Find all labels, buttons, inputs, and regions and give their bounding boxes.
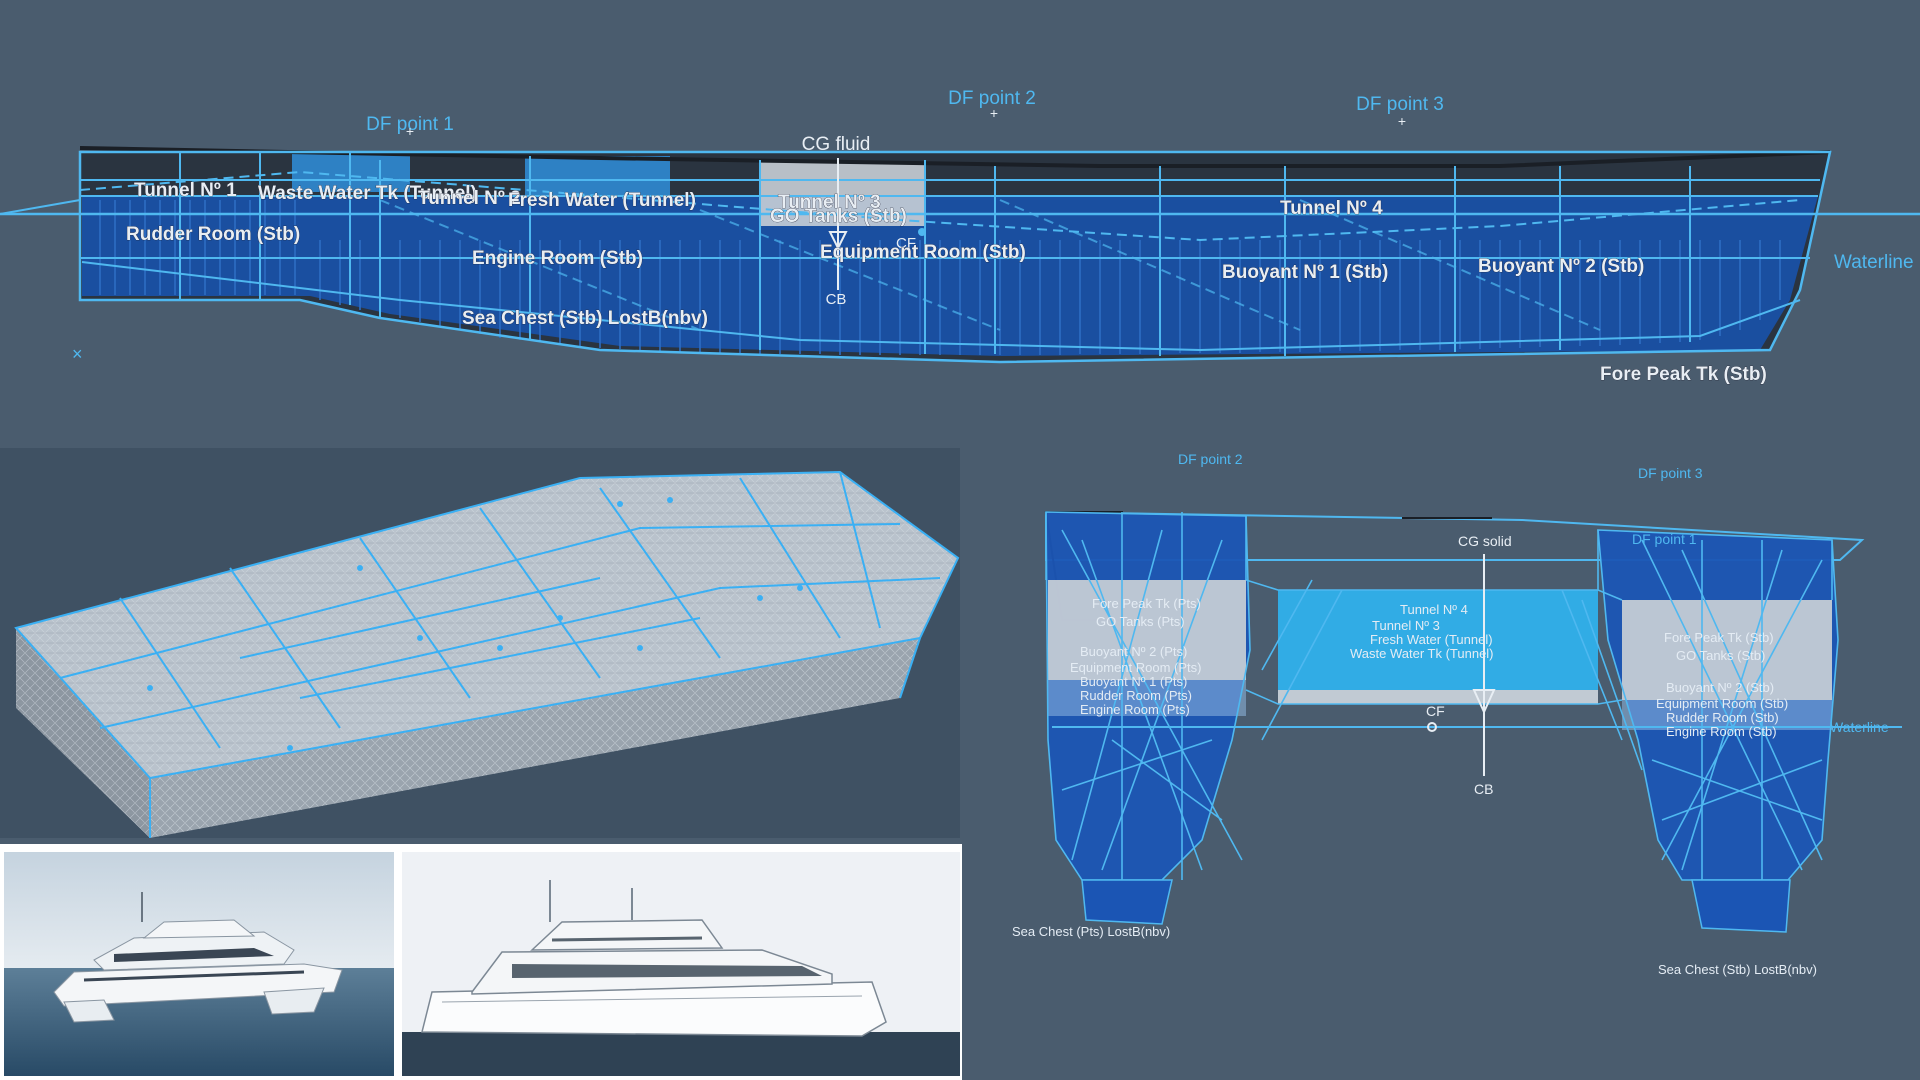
port-label-equipment-room: Equipment Room (Pts) [1070, 660, 1202, 675]
df-point-3-label: DF point 3 [1356, 94, 1444, 115]
label-fore-peak: Fore Peak Tk (Stb) [1600, 364, 1767, 385]
hull-profile-view[interactable]: DF point 1 + DF point 2 + DF point 3 + C… [0, 0, 1920, 440]
iso-node-markers [147, 497, 803, 751]
catamaran-profile-render [400, 852, 960, 1076]
center-label-tunnel-4: Tunnel Nº 4 [1400, 602, 1468, 617]
deck-line [79, 146, 1831, 168]
cg-fluid-label: CG fluid [802, 134, 871, 155]
section-cb-marker [1472, 689, 1496, 715]
port-upper-tanks [1048, 580, 1246, 680]
section-df-point-1: DF point 1 [1632, 531, 1697, 547]
label-fresh-water: Fresh Water (Tunnel) [508, 190, 696, 211]
stb-sea-chest-label: Sea Chest (Stb) LostB(nbv) [1658, 962, 1817, 977]
hull-section-view[interactable]: DF point 2 DF point 3 DF point 1 CG soli… [962, 440, 1920, 1080]
section-wireframe [1045, 511, 1839, 881]
iso-wireframe [14, 470, 960, 838]
cb-label: CB [826, 291, 847, 308]
section-cf-marker [1427, 722, 1437, 732]
label-waste-water: Waste Water Tk (Tunnel) [258, 183, 477, 204]
stb-label-go-tanks: GO Tanks (Stb) [1676, 648, 1765, 663]
label-rudder-room: Rudder Room (Stb) [126, 224, 300, 245]
section-df-point-2: DF point 2 [1178, 451, 1243, 467]
close-icon[interactable]: × [72, 344, 83, 364]
compartment-wireframe [79, 152, 1820, 356]
cf-marker [918, 228, 926, 236]
port-label-rudder-room: Rudder Room (Pts) [1080, 688, 1192, 703]
port-label-engine-room: Engine Room (Pts) [1080, 702, 1190, 717]
svg-text:+: + [1398, 113, 1406, 129]
center-tunnel-fill [1278, 590, 1598, 690]
stb-label-equipment-room: Equipment Room (Stb) [1656, 696, 1788, 711]
hull-frame-stripes [99, 200, 1781, 355]
svg-text:+: + [990, 105, 998, 121]
port-label-go-tanks: GO Tanks (Pts) [1096, 614, 1185, 629]
stb-label-fore-peak: Fore Peak Tk (Stb) [1664, 630, 1774, 645]
port-label-buoyant-2: Buoyant Nº 2 (Pts) [1080, 644, 1187, 659]
label-tunnel-2: Tunnel Nº 2 [418, 188, 521, 209]
stb-label-buoyant-2: Buoyant Nº 2 (Stb) [1666, 680, 1774, 695]
go-tanks-fill [760, 162, 925, 226]
section-cf-label: CF [1426, 703, 1445, 719]
cf-label: CF [896, 235, 916, 252]
cg-solid-label: CG solid [1458, 533, 1512, 549]
hull-isometric-view[interactable] [0, 448, 960, 838]
section-df-point-3: DF point 3 [1638, 465, 1703, 481]
port-label-buoyant-1: Buoyant Nº 1 (Pts) [1080, 674, 1187, 689]
port-label-fore-peak: Fore Peak Tk (Pts) [1092, 596, 1201, 611]
center-label-fresh-water: Fresh Water (Tunnel) [1370, 632, 1493, 647]
section-waterline-label: Waterline [1830, 719, 1889, 735]
df-point-2-label: DF point 2 [948, 88, 1036, 109]
label-tunnel-4: Tunnel Nº 4 [1280, 198, 1383, 219]
hull-submerged-fill [82, 196, 1818, 356]
label-engine-room: Engine Room (Stb) [472, 248, 643, 269]
cb-marker [828, 231, 848, 251]
label-tunnel-3: Tunnel Nº 3 [778, 192, 881, 213]
waterline-label: Waterline [1834, 252, 1914, 273]
label-buoyant-1: Buoyant Nº 1 (Stb) [1222, 262, 1388, 283]
stb-label-engine-room: Engine Room (Stb) [1666, 724, 1777, 739]
label-equipment-room: Equipment Room (Stb) [820, 242, 1026, 263]
label-tunnel-1: Tunnel Nº 1 [134, 180, 237, 201]
section-cb-label: CB [1474, 781, 1493, 797]
label-go-tanks: GO Tanks (Stb) [770, 206, 907, 227]
svg-text:+: + [406, 123, 414, 139]
center-label-tunnel-3: Tunnel Nº 3 [1372, 618, 1440, 633]
hull-outline [78, 150, 1832, 364]
catamaran-photo-render [4, 852, 394, 1076]
fresh-water-tank-fill [525, 156, 670, 196]
df-point-1-label: DF point 1 [366, 114, 454, 135]
center-label-waste-water: Waste Water Tk (Tunnel) [1350, 646, 1494, 661]
label-buoyant-2: Buoyant Nº 2 (Stb) [1478, 256, 1644, 277]
port-sea-chest-label: Sea Chest (Pts) LostB(nbv) [1012, 924, 1170, 939]
stb-label-rudder-room: Rudder Room (Stb) [1666, 710, 1779, 725]
label-sea-chest: Sea Chest (Stb) LostB(nbv) [462, 308, 708, 329]
